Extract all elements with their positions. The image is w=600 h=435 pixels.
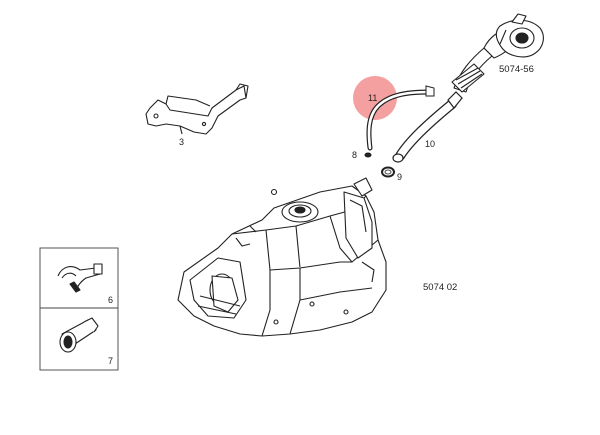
fuel-tank[interactable] bbox=[177, 177, 387, 337]
filler-ref-label: 5074-56 bbox=[499, 64, 534, 75]
vent-hose-part-11[interactable] bbox=[366, 85, 435, 151]
grommet-part-7[interactable] bbox=[59, 317, 99, 353]
callout-8: 8 bbox=[352, 150, 357, 160]
filler-hose-part-10[interactable] bbox=[392, 91, 463, 163]
hose-clamp-part-9[interactable] bbox=[381, 166, 395, 178]
callout-9: 9 bbox=[397, 172, 402, 182]
callout-6: 6 bbox=[108, 295, 113, 305]
filler-neck-assembly[interactable] bbox=[451, 13, 544, 93]
inset-panel bbox=[39, 247, 119, 371]
strap-part-6[interactable] bbox=[57, 263, 103, 293]
callout-11-highlight bbox=[353, 76, 397, 120]
callout-7: 7 bbox=[108, 356, 113, 366]
callout-11: 11 bbox=[368, 93, 377, 103]
tank-ref-label: 5074 02 bbox=[423, 282, 457, 293]
o-ring-part-8[interactable] bbox=[364, 152, 372, 158]
callout-3: 3 bbox=[179, 137, 184, 147]
bracket-part-3[interactable] bbox=[145, 83, 249, 135]
callout-10: 10 bbox=[425, 139, 435, 149]
